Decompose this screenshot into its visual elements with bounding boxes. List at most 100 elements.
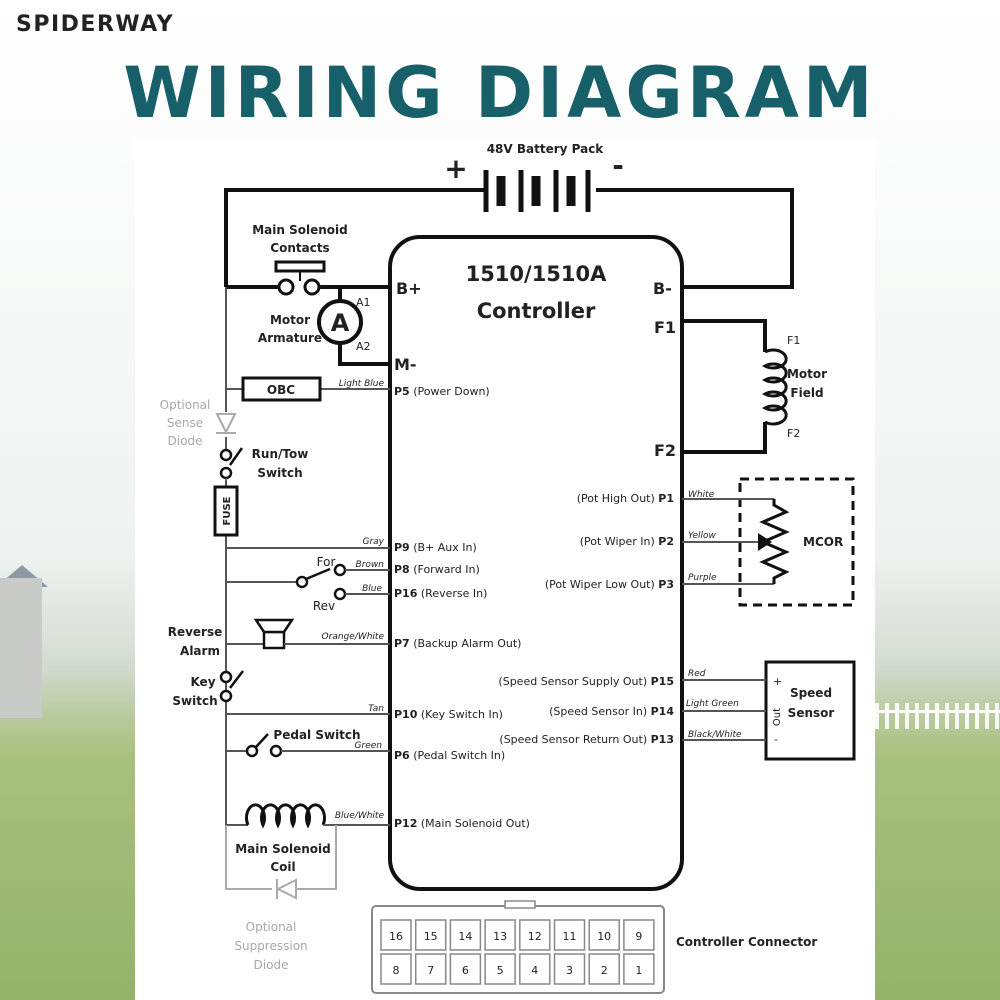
connector-label: Controller Connector [676, 935, 817, 949]
pin-p1: (Pot High Out) P1 [577, 492, 674, 505]
pin-p10: P10 (Key Switch In) [394, 708, 503, 721]
motor-armature: A A1 A2 Motor Armature [258, 287, 390, 366]
solenoid-coil-label-2: Coil [270, 860, 295, 874]
connector-pin-2 [588, 953, 620, 985]
battery-minus: - [612, 149, 624, 182]
solenoid-coil-label-1: Main Solenoid [235, 842, 331, 856]
connector-pin-label-16: 16 [389, 930, 403, 943]
connector-pin-label-2: 2 [601, 964, 608, 977]
run-tow-switch: Run/Tow Switch [219, 447, 309, 487]
connector-pin-13 [484, 919, 516, 951]
key-switch: Key Switch [172, 670, 244, 708]
terminal-f1: F1 [654, 318, 676, 337]
speed-sensor-minus: - [774, 733, 778, 746]
terminal-b-minus: B- [653, 279, 672, 298]
connector-pin-12 [519, 919, 551, 951]
controller-box: 1510/1510A Controller B+ M- B- F1 F2 [388, 235, 684, 891]
connector-pin-11 [553, 919, 586, 951]
pin-p7: P7 (Backup Alarm Out) [394, 637, 521, 650]
connector-pin-label-7: 7 [427, 964, 434, 977]
mcor-component: MCOR [682, 477, 855, 607]
wire-color-p5: Light Blue [339, 379, 385, 389]
wire-color-p13: Black/White [688, 730, 742, 740]
rev-label: Rev [313, 599, 335, 613]
battery-pack: 48V Battery Pack + - [224, 142, 794, 289]
wire-color-p9: Gray [362, 537, 384, 547]
ammeter-icon: A [331, 309, 350, 337]
connector-pin-14 [449, 919, 482, 951]
connector-pin-3 [553, 953, 586, 985]
connector-pin-label-12: 12 [528, 930, 542, 943]
sense-diode-label-2: Sense [167, 416, 203, 430]
motor-armature-label-2: Armature [258, 331, 322, 345]
connector-pin-label-9: 9 [635, 930, 642, 943]
motor-field-label-2: Field [790, 386, 823, 400]
suppression-diode-label-1: Optional [246, 920, 297, 934]
background-field-right [875, 560, 1000, 1000]
connector-pin-1 [623, 953, 655, 985]
background-fence [875, 703, 1000, 729]
connector-pin-label-8: 8 [393, 964, 400, 977]
wire-color-p2: Yellow [688, 531, 717, 541]
sense-diode-label-3: Diode [168, 434, 203, 448]
connector-pin-label-10: 10 [597, 930, 611, 943]
suppression-diode-label-2: Suppression [234, 939, 307, 953]
wire-color-p1: White [688, 490, 715, 500]
run-tow-label-1: Run/Tow [252, 447, 309, 461]
battery-plus: + [444, 152, 467, 185]
pin-p3: (Pot Wiper Low Out) P3 [545, 578, 674, 591]
wire-color-p14: Light Green [686, 699, 739, 709]
background-fence-rail [875, 710, 1000, 713]
pin-p13: (Speed Sensor Return Out) P13 [499, 733, 674, 746]
motor-field-label-1: Motor [787, 367, 827, 381]
connector-pin-15 [414, 919, 447, 951]
speed-sensor-out: Out [772, 708, 783, 726]
obc-label: OBC [267, 383, 295, 397]
terminal-b-plus: B+ [396, 279, 422, 298]
main-solenoid-contacts-label-2: Contacts [270, 241, 329, 255]
key-switch-label-1: Key [190, 675, 215, 689]
sense-diode-label-1: Optional [160, 398, 211, 412]
connector-pin-label-11: 11 [563, 930, 577, 943]
connector-pin-9 [623, 919, 655, 951]
terminal-m-minus: M- [394, 355, 417, 374]
reverse-alarm-label-2: Alarm [180, 644, 220, 658]
armature-a1: A1 [356, 296, 371, 309]
obc-component: OBC [241, 376, 322, 402]
wire-color-p7: Orange/White [322, 632, 385, 642]
wire-color-p12: Blue/White [335, 811, 385, 821]
main-solenoid-coil: Main Solenoid Coil [226, 803, 390, 874]
fuse: FUSE [213, 485, 239, 537]
controller-title-1: 1510/1510A [466, 262, 608, 286]
key-switch-label-2: Switch [172, 694, 217, 708]
direction-switch: For Rev [226, 555, 390, 613]
right-pin-labels: (Pot High Out) P1 White (Pot Wiper In) P… [498, 490, 742, 746]
pin-p15: (Speed Sensor Supply Out) P15 [498, 675, 674, 688]
suppression-diode-label-3: Diode [254, 958, 289, 972]
wire-color-p16: Blue [362, 584, 382, 594]
background-tower [0, 578, 42, 718]
connector-pin-5 [484, 953, 516, 985]
pin-p9: P9 (B+ Aux In) [394, 541, 477, 554]
wire-color-p10: Tan [368, 704, 384, 714]
page-title: WIRING DIAGRAM [123, 52, 877, 134]
connector-pin-7 [414, 953, 447, 985]
terminal-f2: F2 [654, 441, 676, 460]
connector-pin-label-3: 3 [566, 964, 573, 977]
fuse-label: FUSE [222, 496, 233, 525]
pin-p2: (Pot Wiper In) P2 [580, 535, 674, 548]
run-tow-label-2: Switch [257, 466, 302, 480]
connector-pin-8 [380, 953, 412, 985]
connector-pin-label-6: 6 [462, 964, 469, 977]
main-solenoid-contacts: Main Solenoid Contacts [226, 223, 390, 296]
motor-armature-label-1: Motor [270, 313, 310, 327]
wire-color-p15: Red [688, 669, 706, 679]
mcor-label: MCOR [803, 535, 843, 549]
main-solenoid-contacts-label-1: Main Solenoid [252, 223, 348, 237]
connector-pin-10 [588, 919, 620, 951]
speed-sensor-label-1: Speed [790, 686, 832, 700]
for-label: For [317, 555, 336, 569]
speed-sensor: + Out - Speed Sensor [682, 660, 856, 761]
